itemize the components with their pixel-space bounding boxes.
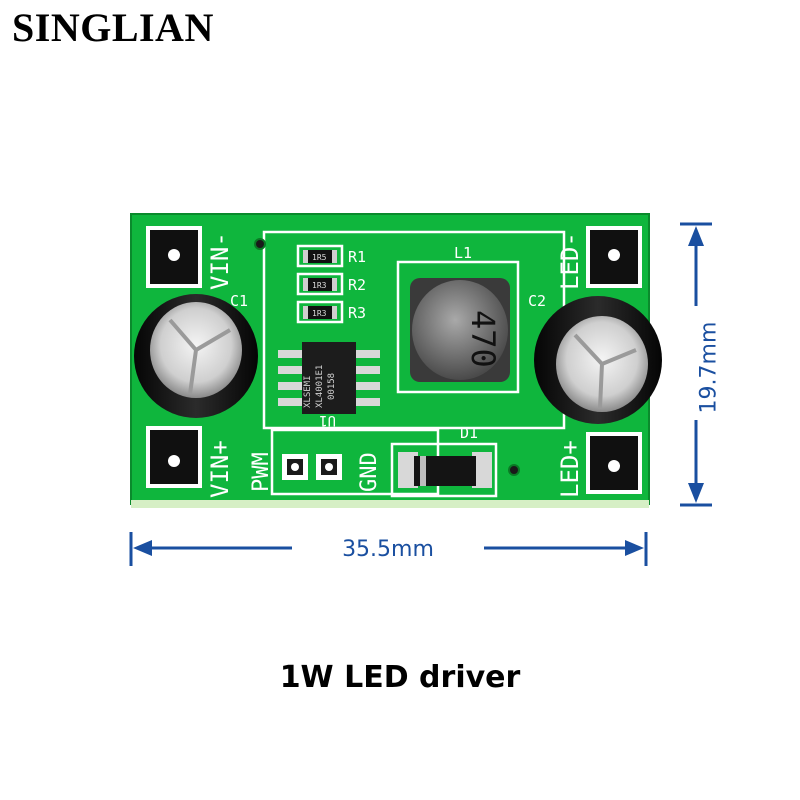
- ic-marking-1: XLSEMI: [303, 375, 313, 408]
- label-led-minus: LED-: [556, 232, 584, 290]
- label-vin-minus: VIN-: [206, 232, 234, 290]
- resistor-r3-code: 1R3: [312, 309, 327, 318]
- product-caption: 1W LED driver: [279, 660, 521, 695]
- inductor-l1: [410, 278, 510, 382]
- label-vin-plus: VIN+: [206, 440, 234, 498]
- label-u1: U1: [319, 412, 336, 428]
- led-plus-pad: [586, 432, 642, 494]
- height-label: 19.7mm: [696, 321, 722, 414]
- resistor-r2: [303, 278, 337, 291]
- label-c1: C1: [230, 292, 248, 310]
- width-label: 35.5mm: [342, 537, 434, 562]
- resistor-r1: [303, 250, 337, 263]
- capacitor-c2: [534, 296, 662, 424]
- resistor-r3: [303, 306, 337, 319]
- capacitor-c1: [134, 294, 258, 418]
- label-c2: C2: [528, 292, 546, 310]
- diode-d1: [398, 452, 492, 488]
- led-minus-pad: [586, 226, 642, 288]
- label-pwm: PWM: [249, 452, 274, 492]
- vin-plus-pad: [146, 426, 202, 488]
- inductor-marking: 470: [464, 310, 502, 368]
- ic-u1: [278, 342, 380, 414]
- vin-minus-pad: [146, 226, 202, 288]
- ic-marking-3: 00158: [327, 373, 337, 400]
- brand-logo: SINGLIAN: [12, 5, 214, 50]
- label-d1: D1: [460, 424, 478, 442]
- pwm-pin: [282, 454, 308, 480]
- label-led-plus: LED+: [556, 440, 584, 498]
- label-gnd: GND: [357, 452, 382, 492]
- gnd-pin: [316, 454, 342, 480]
- width-dimension: [129, 532, 648, 566]
- label-r1: R1: [348, 248, 366, 266]
- label-r3: R3: [348, 304, 366, 322]
- label-l1: L1: [454, 244, 472, 262]
- label-r2: R2: [348, 276, 366, 294]
- height-dimension: [680, 222, 712, 507]
- resistor-r2-code: 1R3: [312, 281, 327, 290]
- resistor-r1-code: 1R5: [312, 253, 327, 262]
- ic-marking-2: XL4001E1: [315, 365, 325, 408]
